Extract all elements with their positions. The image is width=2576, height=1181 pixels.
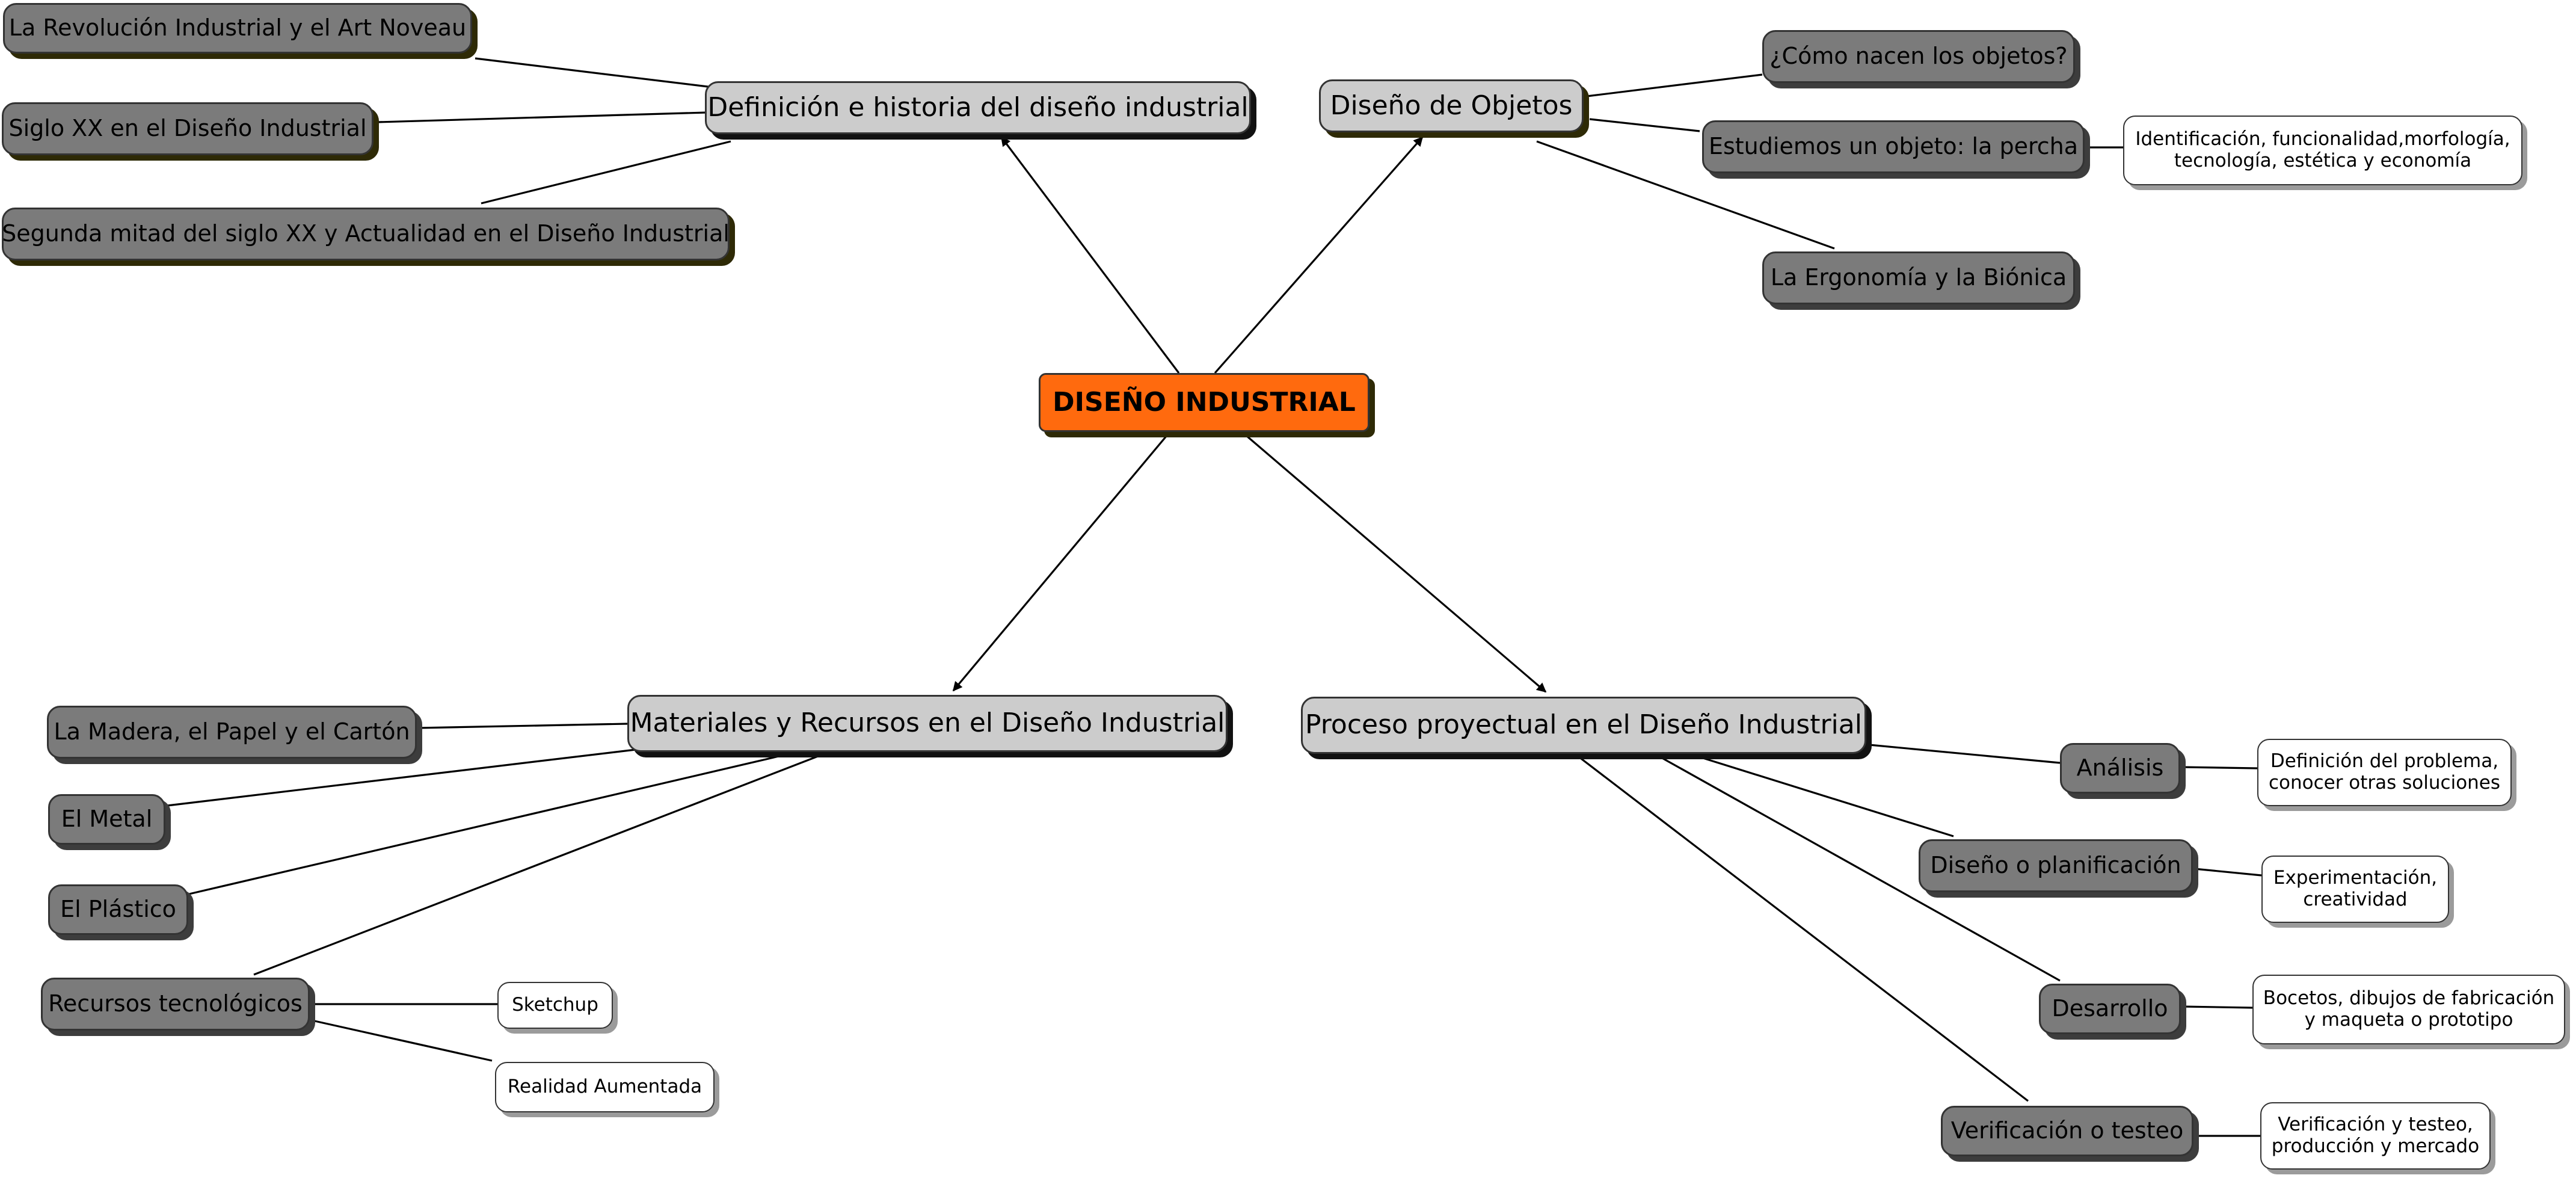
step-analisis[interactable]: Análisis xyxy=(2060,743,2180,794)
line-analisis-detail xyxy=(2181,766,2258,769)
detail-verificacion[interactable]: Verificación y testeo, producción y merc… xyxy=(2260,1102,2491,1170)
branch-materiales[interactable]: Materiales y Recursos en el Diseño Indus… xyxy=(627,695,1228,752)
line-definicion-revolucion xyxy=(475,57,713,88)
detail-desarrollo[interactable]: Bocetos, dibujos de fabricación y maquet… xyxy=(2252,975,2565,1044)
line-materiales-plastico xyxy=(186,755,779,896)
line-materiales-madera xyxy=(417,723,628,729)
step-desarrollo[interactable]: Desarrollo xyxy=(2039,984,2181,1034)
topic-percha[interactable]: Estudiemos un objeto: la percha xyxy=(1702,120,2085,173)
line-materiales-metal xyxy=(162,748,641,807)
branch-definicion[interactable]: Definición e historia del diseño industr… xyxy=(705,81,1251,134)
line-objetos-ergonomia xyxy=(1536,140,1835,250)
step-verificacion[interactable]: Verificación o testeo xyxy=(1941,1106,2193,1156)
line-definicion-sigloxx xyxy=(377,111,707,123)
detail-realidad-aumentada[interactable]: Realidad Aumentada xyxy=(495,1062,715,1112)
topic-recursos-tecnologicos[interactable]: Recursos tecnológicos xyxy=(41,978,310,1031)
detail-percha[interactable]: Identificación, funcionalidad,morfología… xyxy=(2123,116,2522,185)
line-objetos-como-nacen xyxy=(1586,73,1763,97)
arrow-root-to-materiales xyxy=(952,431,1171,692)
line-definicion-segunda xyxy=(481,140,731,205)
detail-sketchup[interactable]: Sketchup xyxy=(497,982,613,1029)
detail-diseno[interactable]: Experimentación, creatividad xyxy=(2261,856,2449,923)
topic-madera[interactable]: La Madera, el Papel y el Cartón xyxy=(47,706,417,759)
line-diseno-detail xyxy=(2193,868,2262,877)
line-proceso-verificacion xyxy=(1578,756,2029,1102)
branch-proceso[interactable]: Proceso proyectual en el Diseño Industri… xyxy=(1301,697,1866,754)
topic-como-nacen[interactable]: ¿Cómo nacen los objetos? xyxy=(1762,30,2075,83)
line-objetos-percha xyxy=(1589,118,1700,132)
topic-segunda-mitad[interactable]: Segunda mitad del siglo XX y Actualidad … xyxy=(2,208,730,261)
line-proceso-analisis xyxy=(1869,744,2061,764)
line-proceso-diseno xyxy=(1698,756,1954,837)
arrow-root-to-objetos xyxy=(1214,136,1424,374)
arrow-root-to-proceso xyxy=(1241,431,1547,693)
arrow-root-to-definicion xyxy=(1000,136,1180,374)
line-proceso-desarrollo xyxy=(1659,756,2061,982)
detail-analisis[interactable]: Definición del problema, conocer otras s… xyxy=(2257,739,2512,806)
topic-metal[interactable]: El Metal xyxy=(48,794,165,845)
branch-objetos[interactable]: Diseño de Objetos xyxy=(1319,79,1584,132)
step-diseno-planificacion[interactable]: Diseño o planificación xyxy=(1919,839,2193,892)
topic-plastico[interactable]: El Plástico xyxy=(48,884,188,935)
line-recursos-realidad xyxy=(314,1020,493,1062)
root-node[interactable]: DISEÑO INDUSTRIAL xyxy=(1039,373,1369,432)
topic-ergonomia[interactable]: La Ergonomía y la Biónica xyxy=(1762,251,2075,304)
line-materiales-recursos xyxy=(253,755,819,976)
line-desarrollo-detail xyxy=(2181,1005,2253,1009)
topic-siglo-xx[interactable]: Siglo XX en el Diseño Industrial xyxy=(2,102,373,155)
topic-revolucion-industrial[interactable]: La Revolución Industrial y el Art Noveau xyxy=(3,3,472,54)
